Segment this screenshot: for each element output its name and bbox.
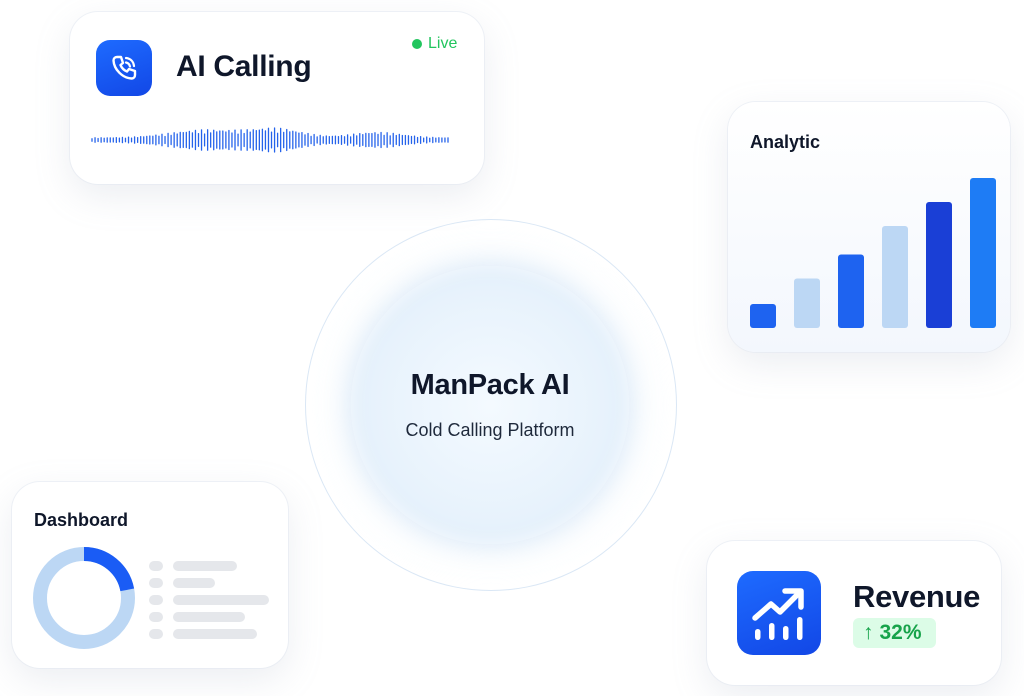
live-status-label: Live: [428, 35, 458, 52]
list-item: [149, 591, 269, 608]
revenue-change-value: 32%: [879, 621, 922, 644]
analytic-title: Analytic: [750, 132, 821, 152]
analytic-bar: [838, 254, 864, 328]
dashboard-list: [149, 557, 269, 642]
ai-calling-title: AI Calling: [176, 50, 312, 83]
revenue-change-badge: ↑ 32%: [853, 618, 936, 648]
analytic-card: Analytic: [728, 102, 1010, 352]
live-dot-icon: [412, 39, 422, 49]
revenue-title: Revenue: [853, 579, 981, 614]
donut-segment: [33, 547, 135, 649]
center-circle: ManPack AI Cold Calling Platform: [351, 266, 629, 544]
analytic-bar: [794, 278, 820, 328]
analytic-bar: [970, 178, 996, 328]
analytic-bar: [750, 304, 776, 328]
dashboard-card: Dashboard: [12, 482, 288, 668]
trend-up-chart-icon: [737, 571, 821, 655]
dashboard-title: Dashboard: [34, 510, 129, 530]
revenue-card: Revenue ↑ 32%: [707, 541, 1001, 685]
dashboard-donut-chart: [33, 547, 135, 649]
audio-waveform: [91, 127, 449, 153]
list-item: [149, 625, 269, 642]
analytic-bar: [926, 202, 952, 328]
list-item: [149, 608, 269, 625]
live-status: Live: [412, 35, 457, 53]
list-item: [149, 574, 269, 591]
list-item: [149, 557, 269, 574]
ai-calling-card: AI Calling Live: [70, 12, 484, 184]
phone-ringing-icon: [96, 40, 152, 96]
platform-subtitle: Cold Calling Platform: [405, 420, 575, 440]
analytic-bar: [882, 226, 908, 328]
analytic-bar-chart: [750, 178, 996, 328]
platform-title: ManPack AI: [410, 369, 570, 401]
arrow-up-icon: ↑: [863, 621, 874, 644]
